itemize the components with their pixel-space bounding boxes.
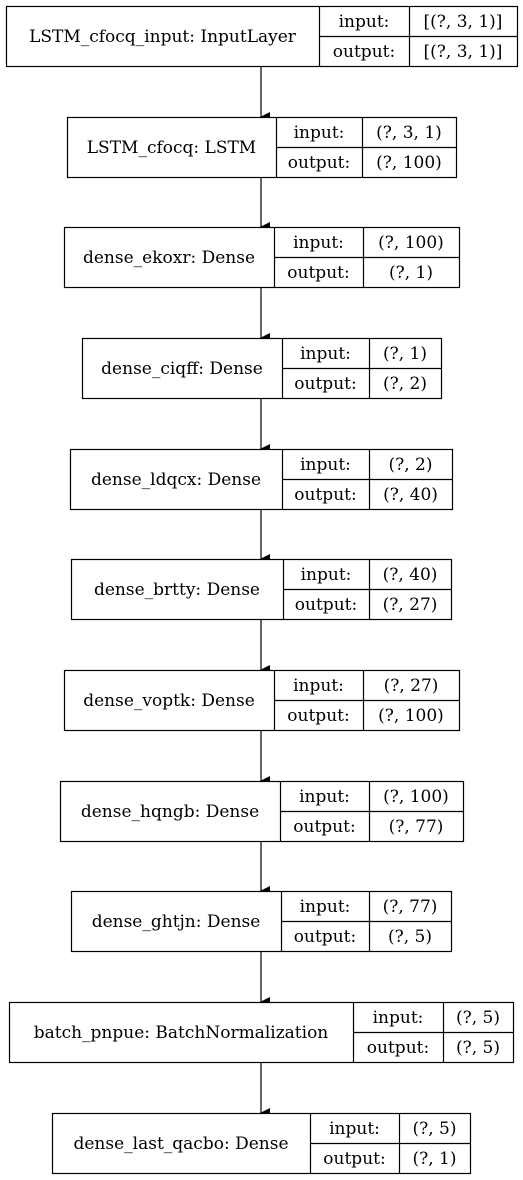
output-label: output: xyxy=(333,42,395,62)
input-label: input: xyxy=(300,344,351,364)
input-shape: (?, 100) xyxy=(378,233,444,253)
layer-node: dense_ciqff: Dense input: output: (?, 1) (?,… xyxy=(81,337,443,400)
output-shape: (?, 5) xyxy=(388,927,432,947)
output-shape: (?, 40) xyxy=(383,485,438,505)
output-label: output: xyxy=(287,263,349,283)
layer-node: dense_ekoxr: Dense input: output: (?, 100) (… xyxy=(63,226,461,289)
output-shape: [(?, 3, 1)] xyxy=(424,42,503,62)
layer-node: dense_ghtjn: Dense input: output: (?, 77) (?… xyxy=(70,890,453,953)
output-shape: (?, 1) xyxy=(389,263,433,283)
layer-node: LSTM_cfocq: LSTM input: output: (?, 3, 1) (?… xyxy=(66,116,458,179)
input-shape: (?, 100) xyxy=(383,787,449,807)
input-label: input: xyxy=(293,676,344,696)
layer-label: dense_ekoxr: Dense xyxy=(83,248,255,268)
output-shape: (?, 1) xyxy=(412,1149,456,1169)
input-shape: (?, 27) xyxy=(384,676,439,696)
input-label: input: xyxy=(299,787,350,807)
input-label: input: xyxy=(300,897,351,917)
input-label: input: xyxy=(301,565,352,585)
output-shape: (?, 2) xyxy=(383,374,427,394)
layer-node: dense_brtty: Dense input: output: (?, 40) (?… xyxy=(70,558,453,621)
layer-label: batch_pnpue: BatchNormalization xyxy=(34,1023,329,1043)
output-label: output: xyxy=(293,817,355,837)
output-label: output: xyxy=(287,706,349,726)
output-label: output: xyxy=(294,927,356,947)
layer-label: dense_voptk: Dense xyxy=(83,691,255,711)
input-shape: [(?, 3, 1)] xyxy=(424,12,503,32)
input-label: input: xyxy=(294,123,345,143)
layer-node: dense_last_qacbo: Dense input: output: (?, … xyxy=(51,1112,472,1175)
input-shape: (?, 1) xyxy=(383,344,427,364)
layer-label: dense_ldqcx: Dense xyxy=(91,470,261,490)
input-label: input: xyxy=(329,1119,380,1139)
input-shape: (?, 5) xyxy=(412,1119,456,1139)
layer-node: dense_ldqcx: Dense input: output: (?, 2) (?,… xyxy=(69,448,454,511)
output-label: output: xyxy=(367,1038,429,1058)
output-label: output: xyxy=(294,374,356,394)
input-shape: (?, 3, 1) xyxy=(376,123,442,143)
layer-node: batch_pnpue: BatchNormalization input: out… xyxy=(8,1001,515,1064)
layer-label: dense_last_qacbo: Dense xyxy=(73,1134,288,1154)
input-label: input: xyxy=(300,455,351,475)
output-shape: (?, 27) xyxy=(383,595,438,615)
layer-node: dense_voptk: Dense input: output: (?, 27) (?… xyxy=(63,669,461,732)
layer-node: LSTM_cfocq_input: InputLayer input: output… xyxy=(5,5,519,68)
layer-label: dense_brtty: Dense xyxy=(94,580,260,600)
layer-node: dense_hqngb: Dense input: output: (?, 100) (… xyxy=(59,780,465,843)
input-label: input: xyxy=(293,233,344,253)
output-shape: (?, 5) xyxy=(456,1038,500,1058)
output-label: output: xyxy=(288,153,350,173)
layer-label: LSTM_cfocq_input: InputLayer xyxy=(29,27,297,47)
layer-label: dense_hqngb: Dense xyxy=(81,802,259,822)
output-label: output: xyxy=(323,1149,385,1169)
output-shape: (?, 100) xyxy=(376,153,442,173)
layer-label: dense_ghtjn: Dense xyxy=(92,912,261,932)
input-label: input: xyxy=(339,12,390,32)
input-shape: (?, 2) xyxy=(388,455,432,475)
output-shape: (?, 100) xyxy=(378,706,444,726)
layer-label: LSTM_cfocq: LSTM xyxy=(87,138,256,158)
output-label: output: xyxy=(294,485,356,505)
input-shape: (?, 40) xyxy=(383,565,438,585)
input-shape: (?, 77) xyxy=(383,897,438,917)
output-label: output: xyxy=(295,595,357,615)
input-label: input: xyxy=(373,1008,424,1028)
layer-label: dense_ciqff: Dense xyxy=(101,359,263,379)
output-shape: (?, 77) xyxy=(389,817,444,837)
input-shape: (?, 5) xyxy=(456,1008,500,1028)
